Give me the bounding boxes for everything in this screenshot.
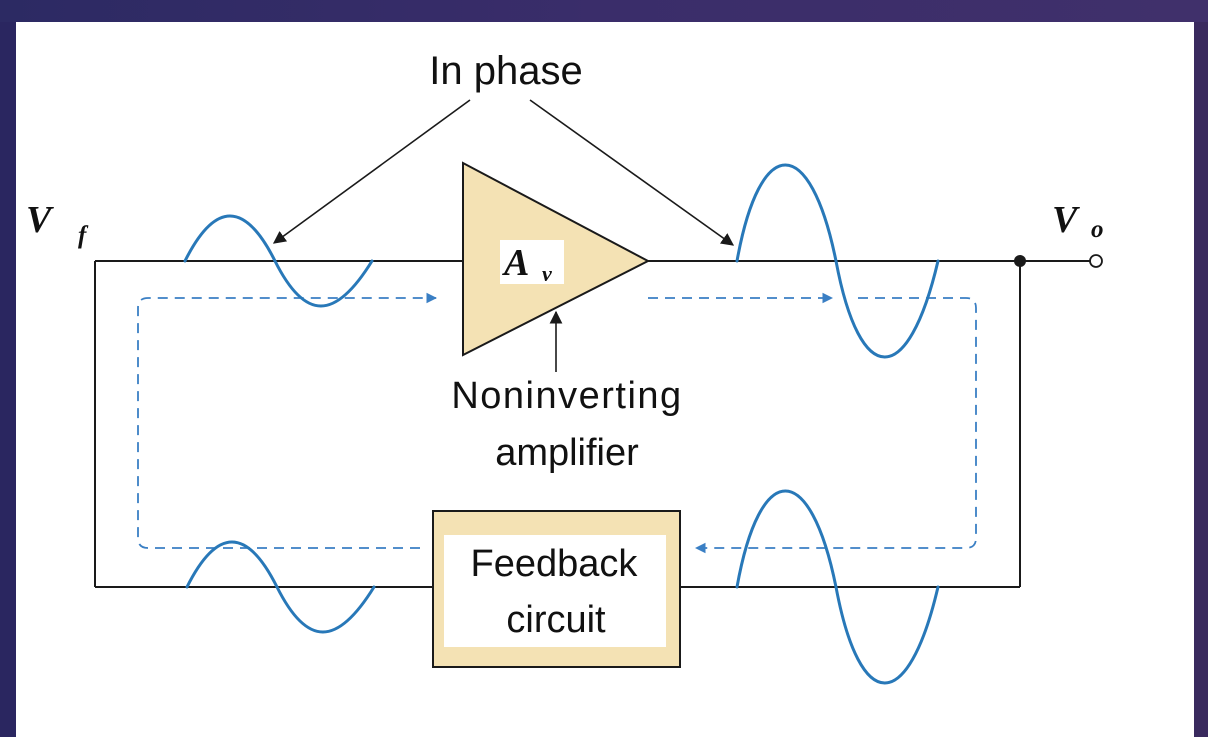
slide-top-band xyxy=(0,0,1208,22)
vo-subscript: o xyxy=(1091,216,1104,243)
flow-right-loop xyxy=(694,297,977,554)
in-phase-arrow-left xyxy=(272,99,471,244)
feedback-input-wave xyxy=(183,214,374,308)
in-phase-arrow-right xyxy=(529,99,735,246)
in-phase-label: In phase xyxy=(429,49,582,93)
gain-symbol: A xyxy=(502,242,529,284)
vo-symbol: V xyxy=(1052,199,1080,241)
gain-subscript: v xyxy=(542,261,552,286)
feedback-label-line1: Feedback xyxy=(471,543,639,585)
output-terminal[interactable] xyxy=(1089,254,1103,268)
vf-subscript: f xyxy=(78,222,89,249)
vf-symbol: V xyxy=(26,199,54,241)
gain-label-background xyxy=(500,240,564,284)
in-phase-pointers xyxy=(272,99,735,372)
feedback-output-wave xyxy=(185,540,376,634)
amplifier-label-line1: Noninverting xyxy=(451,375,682,417)
output-junction-dot xyxy=(1014,255,1026,267)
output-wave xyxy=(735,163,940,359)
feedback-label-background xyxy=(444,535,666,647)
feedback-label-line2: circuit xyxy=(506,599,606,641)
loop-return-wave xyxy=(735,489,940,685)
amplifier-label-line2: amplifier xyxy=(495,432,639,474)
signal-waves xyxy=(183,163,940,685)
signal-flow-path xyxy=(137,292,977,554)
flow-left-loop xyxy=(137,292,438,549)
